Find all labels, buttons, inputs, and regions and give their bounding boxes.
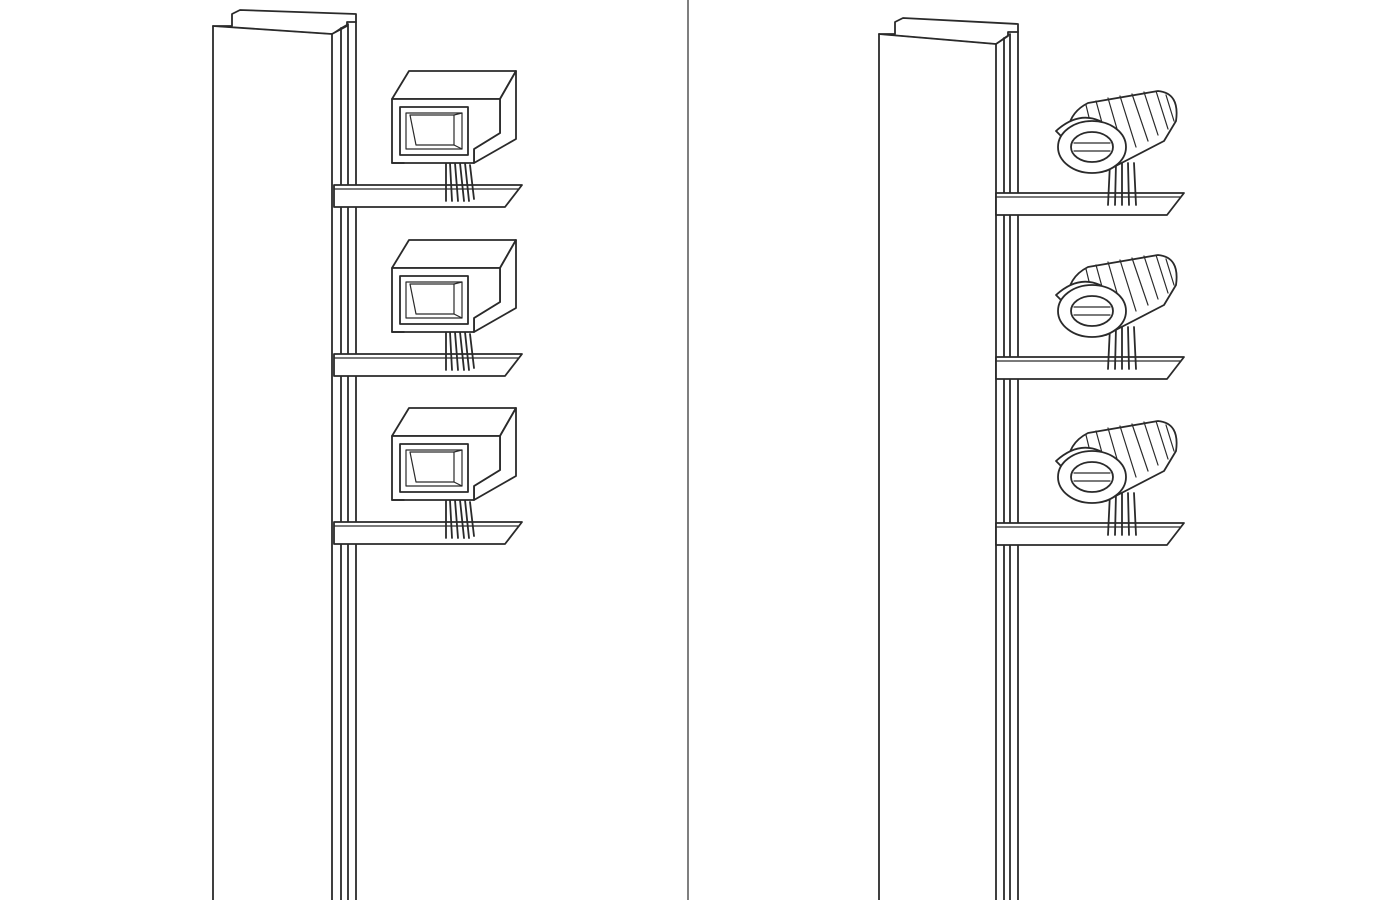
- left-panel: [212, 9, 523, 900]
- bullet-camera-icon: [995, 90, 1185, 216]
- right-panel: [878, 17, 1185, 900]
- right-pole: [878, 17, 1019, 900]
- box-camera-icon: [333, 239, 523, 377]
- left-camera-1: [333, 70, 523, 208]
- right-camera-1: [995, 90, 1185, 216]
- box-camera-icon: [333, 407, 523, 545]
- bullet-camera-icon: [995, 254, 1185, 380]
- right-camera-3: [995, 420, 1185, 546]
- left-pole: [212, 9, 357, 900]
- right-camera-2: [995, 254, 1185, 380]
- left-camera-2: [333, 239, 523, 377]
- left-camera-3: [333, 407, 523, 545]
- bullet-camera-icon: [995, 420, 1185, 546]
- box-camera-icon: [333, 70, 523, 208]
